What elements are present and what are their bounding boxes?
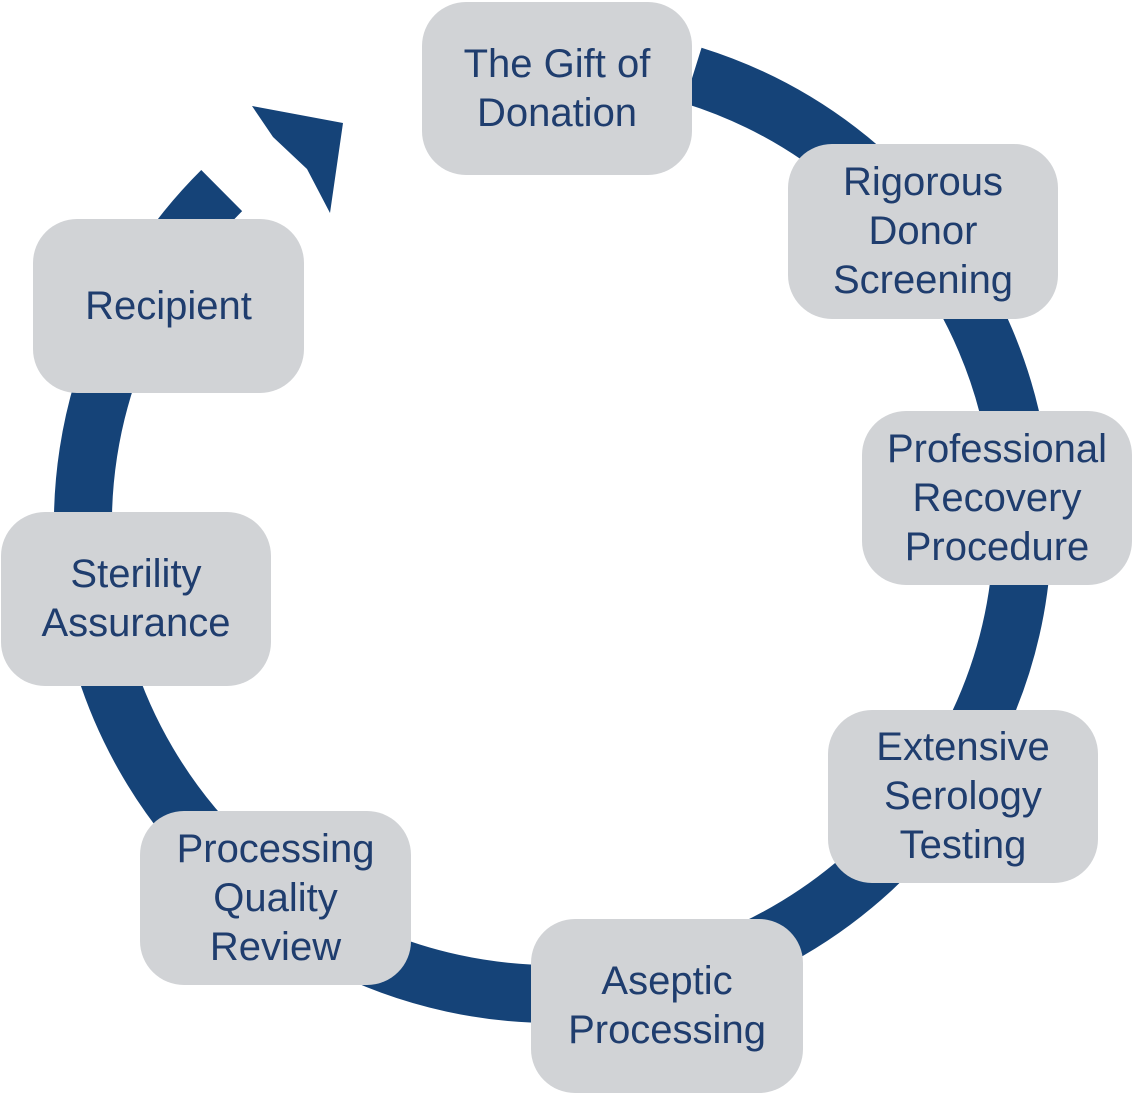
step-label: Sterility Assurance (41, 552, 231, 645)
step-professional-recovery-procedure: Professional Recovery Procedure (862, 411, 1132, 585)
step-processing-quality-review: Processing Quality Review (140, 811, 411, 985)
step-extensive-serology-testing: Extensive Serology Testing (828, 710, 1098, 883)
step-label: Recipient (85, 283, 252, 328)
step-label: Professional Recovery Procedure (886, 426, 1108, 569)
step-label: Rigorous Donor Screening (832, 160, 1014, 302)
step-label: The Gift of Donation (463, 41, 651, 135)
cycle-arrowhead (252, 106, 343, 213)
step-rigorous-donor-screening: Rigorous Donor Screening (788, 144, 1058, 319)
step-label: Processing Quality Review (176, 826, 375, 969)
step-label: Extensive Serology Testing (876, 725, 1050, 867)
step-sterility-assurance: Sterility Assurance (1, 512, 271, 686)
step-gift-of-donation: The Gift of Donation (422, 2, 692, 175)
step-aseptic-processing: Aseptic Processing (531, 919, 803, 1093)
step-recipient: Recipient (33, 219, 304, 393)
step-label: Aseptic Processing (568, 959, 766, 1052)
